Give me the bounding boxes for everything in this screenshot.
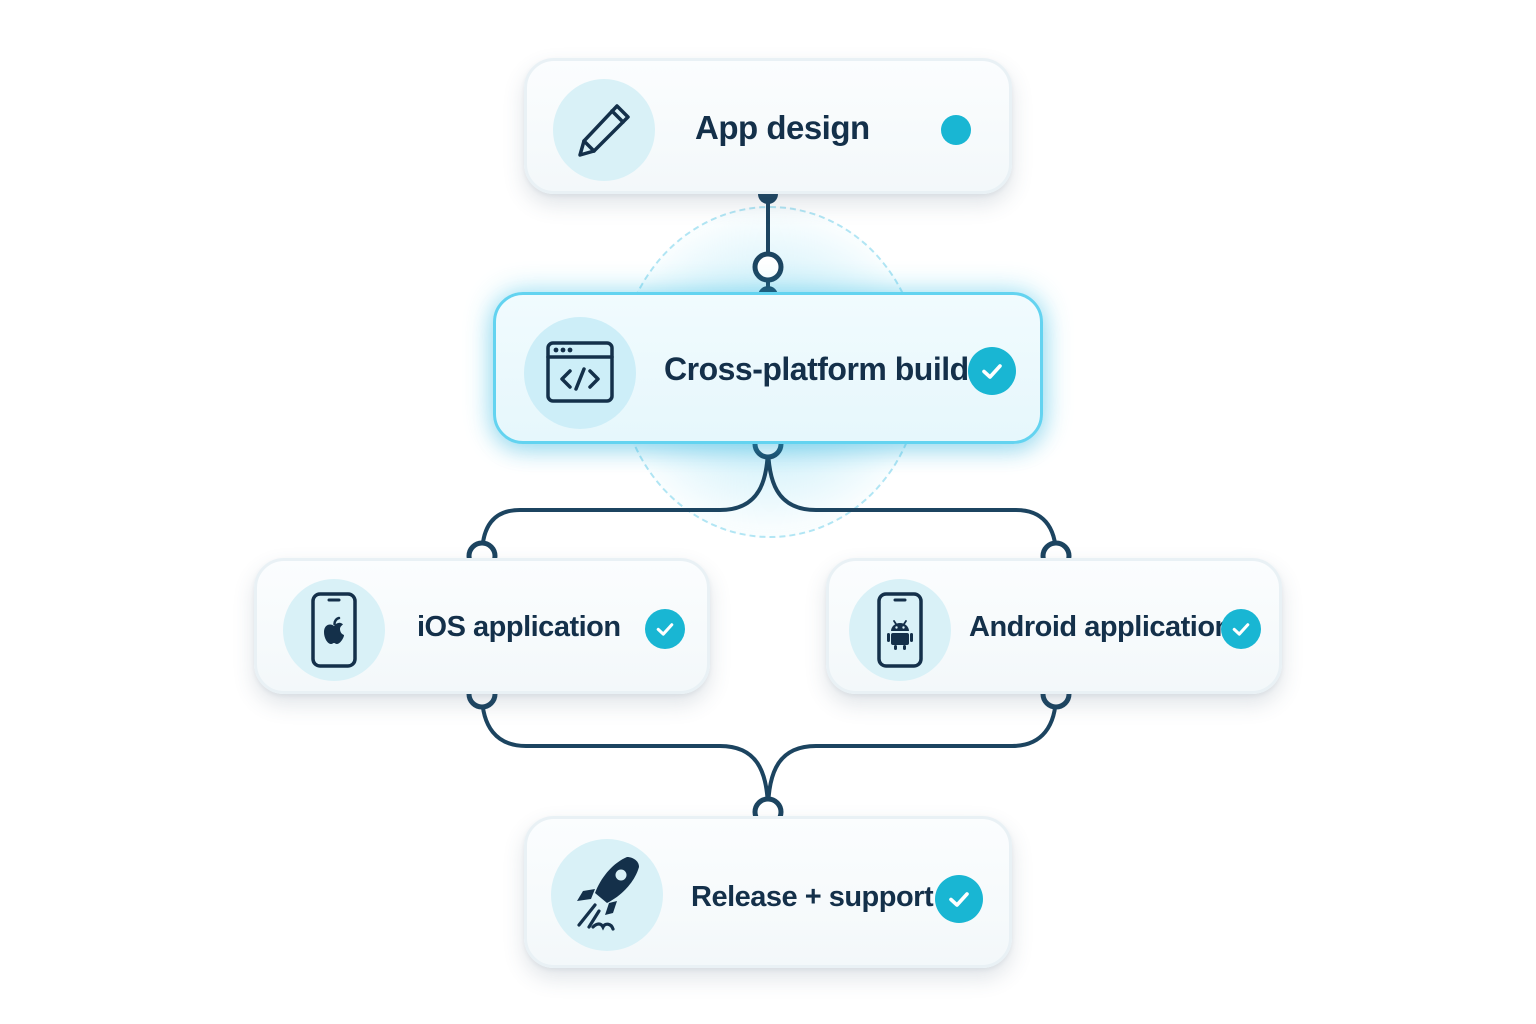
node-label: App design xyxy=(695,109,870,146)
completed-check-icon xyxy=(645,609,685,649)
node-release-support[interactable]: Release + support xyxy=(524,816,1012,968)
node-label: Android application xyxy=(969,611,1232,643)
pencil-icon xyxy=(553,79,655,181)
completed-check-icon xyxy=(935,875,983,923)
connector-ports xyxy=(466,184,1072,828)
edge-build-to-ios xyxy=(480,442,770,558)
node-label: Cross-platform build xyxy=(664,351,969,387)
iphone-apple-icon xyxy=(283,579,385,681)
node-app-design[interactable]: App design xyxy=(524,58,1012,194)
completed-check-icon xyxy=(968,347,1016,395)
node-label: Release + support xyxy=(691,881,934,913)
edge-android-to-release xyxy=(766,692,1058,814)
phone-android-icon xyxy=(849,579,951,681)
node-android-application[interactable]: Android application xyxy=(826,558,1282,694)
node-cross-platform-build[interactable]: Cross-platform build xyxy=(493,292,1043,444)
port-ring xyxy=(752,251,784,283)
node-label: iOS application xyxy=(417,611,621,643)
code-window-icon xyxy=(524,317,636,429)
node-ios-application[interactable]: iOS application xyxy=(254,558,710,694)
edge-ios-to-release xyxy=(480,692,770,814)
completed-check-icon xyxy=(1221,609,1261,649)
rocket-icon xyxy=(551,839,663,951)
edge-build-to-android xyxy=(766,442,1058,558)
in-progress-status-dot xyxy=(941,115,971,145)
